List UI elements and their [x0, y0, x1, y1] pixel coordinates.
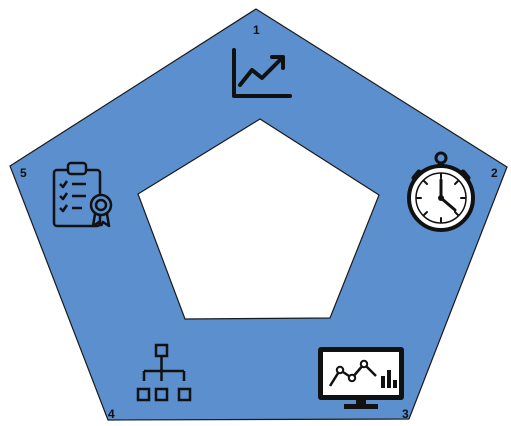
org-chart-icon [136, 343, 192, 402]
segment-number-5: 5 [20, 166, 27, 180]
segment-number-4: 4 [108, 407, 115, 421]
stopwatch-icon [407, 151, 475, 232]
analytics-monitor-icon [318, 347, 404, 409]
segment-number-1: 1 [253, 23, 260, 37]
line-chart-icon [232, 48, 292, 98]
segment-number-3: 3 [402, 407, 409, 421]
certificate-clipboard-icon [52, 161, 113, 228]
inner-pentagon [137, 118, 380, 320]
segment-number-2: 2 [491, 166, 498, 180]
